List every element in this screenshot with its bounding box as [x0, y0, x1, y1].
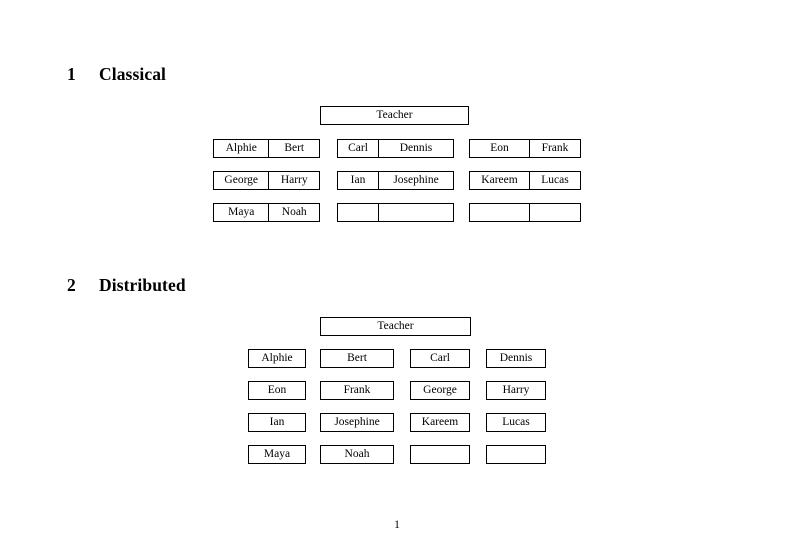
classical-cell: Kareem — [470, 172, 530, 189]
section-number: 2 — [67, 275, 76, 295]
classical-cell: Frank — [541, 141, 569, 154]
classical-pair-row: Maya Noah — [213, 203, 320, 222]
classical-cell: Carl — [338, 140, 379, 157]
classical-cell — [338, 204, 379, 221]
distributed-cell: Noah — [320, 445, 394, 464]
classical-pair-row — [337, 203, 454, 222]
distributed-cell: Alphie — [248, 349, 306, 368]
distributed-cell: Eon — [248, 381, 306, 400]
classical-pair-row: Eon Frank — [469, 139, 581, 158]
section-number: 1 — [67, 64, 76, 84]
distributed-cell: Dennis — [486, 349, 546, 368]
distributed-teacher-box: Teacher — [320, 317, 471, 336]
classical-pair-row: Alphie Bert — [213, 139, 320, 158]
classical-cell: Lucas — [541, 173, 569, 186]
classical-teacher-box: Teacher — [320, 106, 469, 125]
classical-pair-row: Kareem Lucas — [469, 171, 581, 190]
distributed-cell: Bert — [320, 349, 394, 368]
classical-cell — [379, 204, 453, 221]
distributed-cell: George — [410, 381, 470, 400]
distributed-cell — [486, 445, 546, 464]
page-number: 1 — [394, 519, 400, 531]
classical-cell: Harry — [280, 173, 308, 186]
distributed-cell: Josephine — [320, 413, 394, 432]
classical-pair-row: George Harry — [213, 171, 320, 190]
classical-cell: Josephine — [393, 173, 439, 186]
classical-cell: Noah — [281, 205, 307, 218]
classical-pair-row: Carl Dennis — [337, 139, 454, 158]
classical-cell: Maya — [214, 204, 270, 221]
section-heading-distributed: 2 Distributed — [67, 275, 186, 295]
distributed-cell: Frank — [320, 381, 394, 400]
distributed-cell: Ian — [248, 413, 306, 432]
section-title: Classical — [99, 64, 167, 84]
distributed-cell: Kareem — [410, 413, 470, 432]
distributed-cell: Lucas — [486, 413, 546, 432]
classical-pair-row: Ian Josephine — [337, 171, 454, 190]
distributed-cell — [410, 445, 470, 464]
classical-cell: George — [214, 172, 270, 189]
classical-cell: Eon — [470, 140, 530, 157]
classical-cell — [470, 204, 530, 221]
classical-cell — [530, 204, 580, 221]
classical-cell: Bert — [284, 141, 305, 154]
section-title: Distributed — [99, 275, 186, 295]
distributed-cell: Maya — [248, 445, 306, 464]
distributed-cell: Carl — [410, 349, 470, 368]
section-heading-classical: 1 Classical — [67, 64, 167, 84]
classical-cell: Ian — [338, 172, 379, 189]
classical-cell: Dennis — [399, 141, 433, 154]
classical-cell: Alphie — [214, 140, 270, 157]
distributed-cell: Harry — [486, 381, 546, 400]
classical-pair-row — [469, 203, 581, 222]
